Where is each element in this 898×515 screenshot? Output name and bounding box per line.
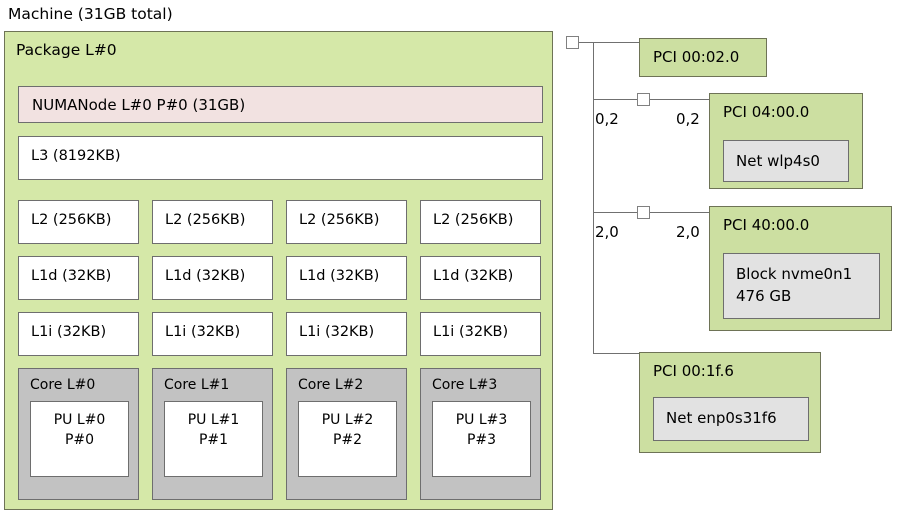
- osdev-box-3[interactable]: Net enp0s31f6: [653, 397, 809, 441]
- pci-device-label-3: PCI 00:1f.6: [653, 362, 734, 380]
- osdev-box-1[interactable]: Net wlp4s0: [723, 140, 849, 182]
- cache-l2-box-0[interactable]: L2 (256KB): [18, 200, 139, 244]
- cache-l1d-box-3[interactable]: L1d (32KB): [420, 256, 541, 300]
- io-branch-line-2a: [593, 212, 638, 213]
- osdev-label-3: Net enp0s31f6: [666, 409, 777, 427]
- core-label-0: Core L#0: [30, 377, 96, 393]
- cache-l1d-box-2[interactable]: L1d (32KB): [286, 256, 407, 300]
- cache-l1d-box-0[interactable]: L1d (32KB): [18, 256, 139, 300]
- io-trunk-line: [593, 42, 594, 353]
- cache-l1d-label-2: L1d (32KB): [299, 268, 380, 284]
- cache-l1i-box-0[interactable]: L1i (32KB): [18, 312, 139, 356]
- io-root-stub: [579, 42, 594, 43]
- bandwidth-label-upstream-1: 0,2: [595, 110, 619, 128]
- cache-l2-label-1: L2 (256KB): [165, 212, 246, 228]
- cache-l1i-box-1[interactable]: L1i (32KB): [152, 312, 273, 356]
- cache-l2-box-3[interactable]: L2 (256KB): [420, 200, 541, 244]
- cache-l1d-label-1: L1d (32KB): [165, 268, 246, 284]
- pci-device-label-1: PCI 04:00.0: [723, 103, 810, 121]
- cache-l2-box-1[interactable]: L2 (256KB): [152, 200, 273, 244]
- cache-l2-label-0: L2 (256KB): [31, 212, 112, 228]
- pci-device-box-0[interactable]: PCI 00:02.0: [639, 38, 767, 77]
- core-label-1: Core L#1: [164, 377, 230, 393]
- pci-device-box-1[interactable]: PCI 04:00.0 Net wlp4s0: [709, 93, 863, 189]
- io-branch-line-1b: [650, 99, 710, 100]
- core-label-3: Core L#3: [432, 377, 498, 393]
- pci-device-box-3[interactable]: PCI 00:1f.6 Net enp0s31f6: [639, 352, 821, 453]
- package-label: Package L#0: [16, 41, 117, 59]
- numanode-label: NUMANode L#0 P#0 (31GB): [32, 96, 246, 114]
- cache-l1i-box-2[interactable]: L1i (32KB): [286, 312, 407, 356]
- cache-l1i-label-2: L1i (32KB): [299, 324, 375, 340]
- cache-l3-box[interactable]: L3 (8192KB): [18, 136, 543, 180]
- cache-l1d-label-3: L1d (32KB): [433, 268, 514, 284]
- io-root-connector: [566, 36, 579, 49]
- pci-device-label-2: PCI 40:00.0: [723, 216, 810, 234]
- cache-l1d-box-1[interactable]: L1d (32KB): [152, 256, 273, 300]
- cache-l1i-label-3: L1i (32KB): [433, 324, 509, 340]
- pci-device-label-0: PCI 00:02.0: [653, 48, 740, 66]
- cache-l1i-label-0: L1i (32KB): [31, 324, 107, 340]
- numanode-box[interactable]: NUMANode L#0 P#0 (31GB): [18, 86, 543, 123]
- cache-l1d-label-0: L1d (32KB): [31, 268, 112, 284]
- cache-l3-label: L3 (8192KB): [31, 148, 121, 164]
- io-bridge-connector-2: [637, 206, 650, 219]
- bandwidth-label-downstream-2: 2,0: [676, 223, 700, 241]
- machine-title: Machine (31GB total): [8, 5, 173, 23]
- cache-l2-label-2: L2 (256KB): [299, 212, 380, 228]
- cache-l1i-box-3[interactable]: L1i (32KB): [420, 312, 541, 356]
- cache-l1i-label-1: L1i (32KB): [165, 324, 241, 340]
- cache-l2-box-2[interactable]: L2 (256KB): [286, 200, 407, 244]
- io-branch-line-2b: [650, 212, 710, 213]
- io-bridge-connector-1: [637, 93, 650, 106]
- bandwidth-label-upstream-2: 2,0: [595, 223, 619, 241]
- cache-l2-label-3: L2 (256KB): [433, 212, 514, 228]
- bandwidth-label-downstream-1: 0,2: [676, 110, 700, 128]
- io-branch-line-3: [593, 353, 640, 354]
- osdev-label-1: Net wlp4s0: [736, 152, 820, 170]
- core-label-2: Core L#2: [298, 377, 364, 393]
- io-branch-line-0: [593, 42, 640, 43]
- io-branch-line-1a: [593, 99, 638, 100]
